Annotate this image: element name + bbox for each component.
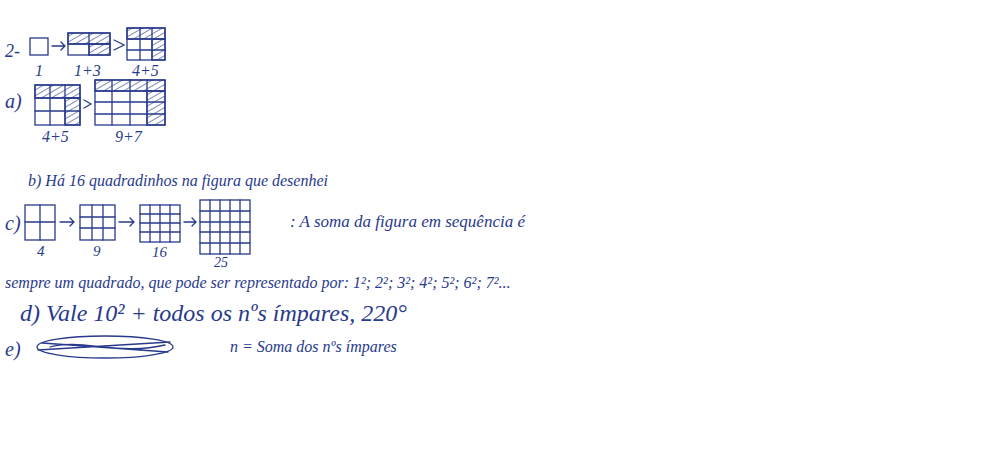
handwritten-text: 4+5 [42,128,69,146]
handwritten-text: 9 [93,243,101,260]
handwritten-text: 4+5 [132,62,159,80]
handwritten-text: b) Há 16 quadradinhos na figura que dese… [28,172,328,190]
handwritten-text: n = Soma dos nºs ímpares [230,338,397,356]
handwritten-text: 1+3 [74,62,101,80]
handwritten-text: e) [5,338,21,360]
handwritten-text: 16 [152,244,167,261]
handwritten-text: c) [5,212,21,234]
handwritten-text: 2- [5,42,20,62]
handwritten-text: 1 [35,62,43,80]
handwritten-text: : A soma da figura em sequência é [290,213,525,232]
handwritten-text: 4 [37,243,45,260]
handwritten-text: a) [5,90,22,112]
handwritten-text: 25 [214,255,228,270]
handwritten-text: d) Vale 10² + todos os nºs ímpares, 220° [20,300,407,326]
handwritten-text: sempre um quadrado, que pode ser represe… [5,274,511,292]
handwritten-text: 9+7 [115,128,142,146]
